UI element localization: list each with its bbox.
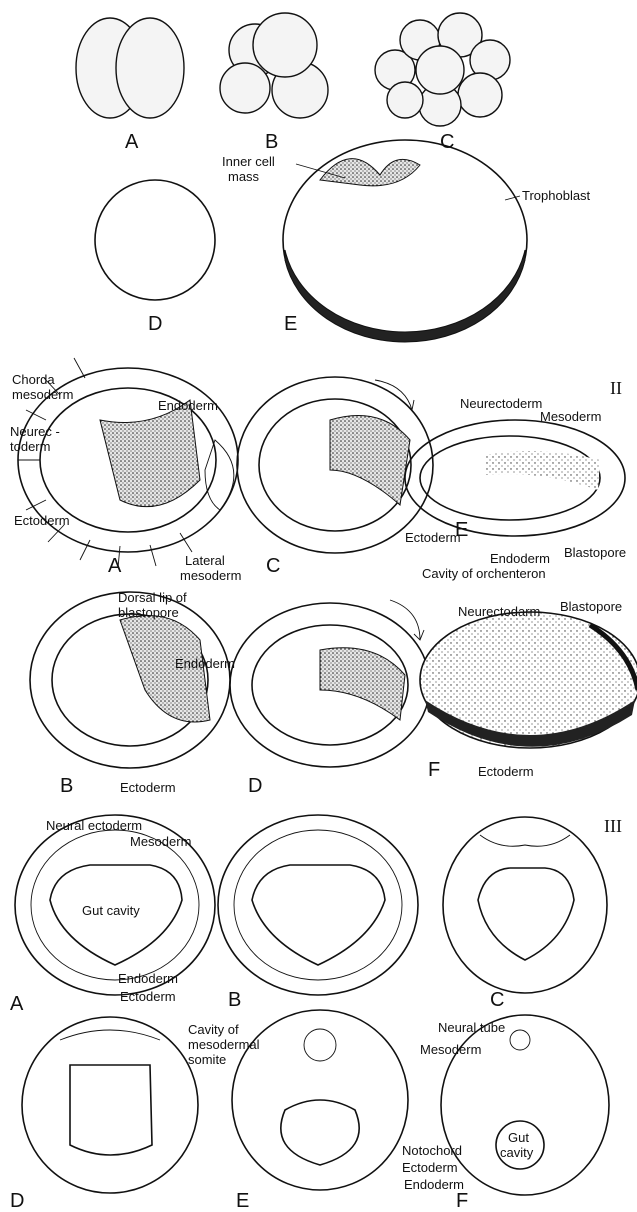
letter-2e: E xyxy=(455,519,468,541)
label-neurec-2: toderm xyxy=(10,439,50,454)
stage-3b xyxy=(218,815,418,995)
stage-3d xyxy=(22,1017,198,1193)
letter-2c: C xyxy=(266,555,280,577)
letter-2f: F xyxy=(428,759,440,781)
label-neurectoderm-2f: Neurectodarm xyxy=(458,604,540,619)
section-2-gastrulation: II Chorda mesoderm Endoderm Neurec - tod… xyxy=(10,358,637,797)
label-endoderm-2e: Endoderm xyxy=(490,551,550,566)
stage-1b-four-cell xyxy=(220,13,328,118)
label-blastopore-2f: Blastopore xyxy=(560,599,622,614)
label-gut-1: Gut xyxy=(508,1130,529,1145)
label-mesoderm-3a: Mesoderm xyxy=(130,834,191,849)
letter-2d: D xyxy=(248,775,262,797)
label-cavity-2e: Cavity of orchenteron xyxy=(422,566,546,581)
label-trophoblast: Trophoblast xyxy=(522,188,591,203)
label-gut-cavity-3a: Gut cavity xyxy=(82,903,140,918)
section-3-neurulation: III Neural ectoderm Mesoderm Gut cavity … xyxy=(10,815,622,1212)
letter-1c: C xyxy=(440,131,454,153)
label-neural-ectoderm: Neural ectoderm xyxy=(46,818,142,833)
label-neurec-1: Neurec - xyxy=(10,424,60,439)
label-dorsal-2: blastopore xyxy=(118,605,179,620)
letter-3b: B xyxy=(228,989,241,1011)
label-chorda-2: mesoderm xyxy=(12,387,73,402)
label-cavity-somite-1: Cavity of xyxy=(188,1022,239,1037)
stage-2d xyxy=(230,600,430,767)
roman-ii: II xyxy=(610,378,622,398)
letter-3a: A xyxy=(10,993,24,1015)
label-ectoderm-2b: Ectoderm xyxy=(120,780,176,795)
letter-2b: B xyxy=(60,775,73,797)
letter-3f: F xyxy=(456,1190,468,1212)
label-endoderm-3a: Endoderm xyxy=(118,971,178,986)
label-ectoderm-2a: Ectoderm xyxy=(14,513,70,528)
stage-2c xyxy=(237,377,433,553)
letter-2a: A xyxy=(108,555,122,577)
stage-1a-two-cell xyxy=(76,18,184,118)
label-lateral-1: Lateral xyxy=(185,553,225,568)
label-mesoderm-3f: Mesoderm xyxy=(420,1042,481,1057)
label-ectoderm-2e: Ectoderm xyxy=(405,530,461,545)
stage-1c-eight-cell xyxy=(375,13,510,126)
label-endoderm-2a: Endoderm xyxy=(158,398,218,413)
label-gut-2: cavity xyxy=(500,1145,534,1160)
label-neural-tube: Neural tube xyxy=(438,1020,505,1035)
label-lateral-2: mesoderm xyxy=(180,568,241,583)
label-notochord: Notochord xyxy=(402,1143,462,1158)
label-inner-cell-mass-1: Inner cell xyxy=(222,154,275,169)
label-ectoderm-2f: Ectoderm xyxy=(478,764,534,779)
letter-1d: D xyxy=(148,313,162,335)
label-ectoderm-3f: Ectoderm xyxy=(402,1160,458,1175)
label-cavity-somite-3: somite xyxy=(188,1052,226,1067)
roman-iii: III xyxy=(604,816,622,836)
letter-1b: B xyxy=(265,131,278,153)
section-1-cleavage: A B C D E Inner cell mass Trophoblast xyxy=(76,13,591,342)
stage-3c xyxy=(443,817,607,993)
label-neurectoderm-2e: Neurectoderm xyxy=(460,396,542,411)
label-inner-cell-mass-2: mass xyxy=(228,169,260,184)
label-cavity-somite-2: mesodermal xyxy=(188,1037,260,1052)
label-dorsal-1: Dorsal lip of xyxy=(118,590,187,605)
label-chorda-1: Chorda xyxy=(12,372,55,387)
label-blastopore-2e: Blastopore xyxy=(564,545,626,560)
stage-1d-morula xyxy=(95,180,215,300)
letter-3d: D xyxy=(10,1190,24,1212)
letter-3e: E xyxy=(236,1190,249,1212)
label-ectoderm-3a: Ectoderm xyxy=(120,989,176,1004)
label-mesoderm-2e: Mesoderm xyxy=(540,409,601,424)
stage-2e xyxy=(405,420,625,536)
label-endoderm-2b: Endoderm xyxy=(175,656,235,671)
letter-1e: E xyxy=(284,313,297,335)
stage-2f xyxy=(420,612,637,748)
letter-1a: A xyxy=(125,131,139,153)
leader-trophoblast xyxy=(505,196,520,200)
label-endoderm-3f: Endoderm xyxy=(404,1177,464,1192)
letter-3c: C xyxy=(490,989,504,1011)
